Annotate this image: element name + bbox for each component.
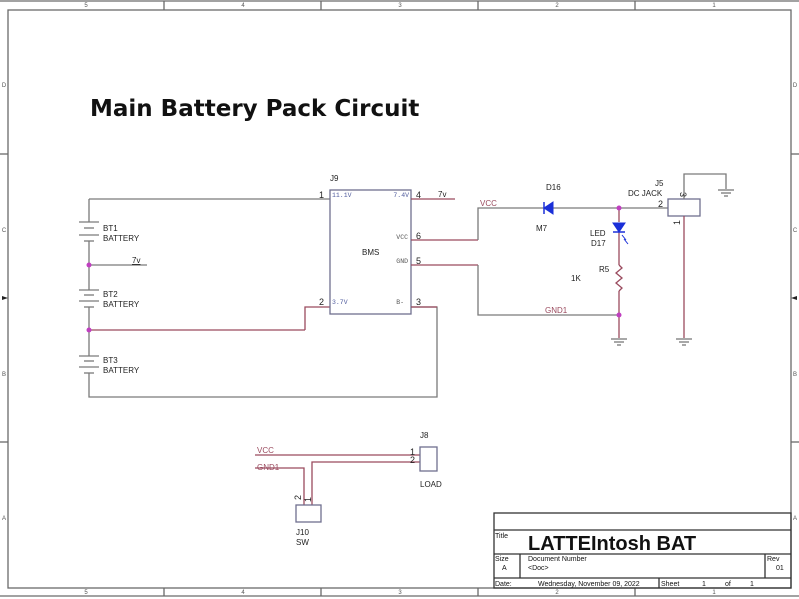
j5-pin-3: 3 [678, 192, 688, 197]
net-label-gnd1: GND1 [545, 306, 568, 315]
bms-name: BMS [362, 248, 379, 257]
rev-value: 01 [776, 565, 784, 572]
bms-pin-6: 6 [416, 231, 421, 241]
title-block [493, 512, 792, 589]
col-label: 3 [398, 590, 402, 596]
date-label: Date: [495, 581, 512, 588]
row-label: A [2, 516, 6, 522]
col-label: 3 [398, 3, 402, 9]
bms-pin-1-label: 11.1V [332, 192, 352, 199]
j8-pin-1: 1 [410, 447, 415, 457]
bt1-ref: BT1 [103, 224, 118, 233]
col-label: 5 [84, 3, 88, 9]
battery-bt3-icon [79, 355, 99, 374]
diode-d16-icon [543, 201, 554, 215]
r5-value: 1K [571, 274, 581, 283]
junction-dot [616, 205, 622, 211]
bms-module [329, 189, 478, 315]
j8-ref: J8 [420, 431, 429, 440]
doc-number-value: <Doc> [528, 565, 549, 572]
d17-ref: D17 [591, 239, 606, 248]
sheet-title: Main Battery Pack Circuit [90, 96, 419, 122]
net-label-7v-bms: 7v [438, 190, 446, 199]
net-label-vcc-load: VCC [257, 446, 274, 455]
bms-pin-5-label: GND [396, 258, 408, 265]
row-label: A [793, 516, 797, 522]
j5-pin-1: 1 [672, 220, 682, 225]
bms-pin-3-label: B- [396, 299, 404, 306]
row-label: B [793, 372, 797, 378]
battery-bt1-icon [79, 221, 99, 242]
j10-pin-2: 2 [293, 495, 303, 500]
r5-ref: R5 [599, 265, 610, 274]
col-label: 4 [241, 590, 245, 596]
junction-dot [86, 327, 92, 333]
row-label: C [793, 228, 798, 234]
ground-icon [676, 338, 692, 346]
col-label: 5 [84, 590, 88, 596]
j10-ref: J10 [296, 528, 309, 537]
ground-icon [718, 189, 734, 197]
bt2-value: BATTERY [103, 300, 140, 309]
junction-dot [616, 312, 622, 318]
title-label: Title [495, 533, 508, 540]
size-label: Size [495, 556, 509, 563]
net-label-gnd1-load: GND1 [257, 463, 280, 472]
j5-value: DC JACK [628, 189, 663, 198]
battery-bt2-icon [79, 289, 99, 308]
bms-pin-6-label: VCC [396, 234, 408, 241]
bt3-ref: BT3 [103, 356, 118, 365]
j10-pin-1: 1 [303, 497, 313, 502]
bms-pin-2-label: 3.7V [332, 299, 348, 306]
row-label: C [2, 228, 7, 234]
j5-ref: J5 [655, 179, 664, 188]
col-label: 2 [555, 590, 559, 596]
row-label: B [2, 372, 6, 378]
date-value: Wednesday, November 09, 2022 [538, 581, 640, 588]
d16-value: M7 [536, 224, 548, 233]
net-label-vcc: VCC [480, 199, 497, 208]
bt2-ref: BT2 [103, 290, 118, 299]
document-title: LATTEIntosh BAT [528, 533, 696, 555]
j8-pin-2: 2 [410, 455, 415, 465]
bms-pin-4-label: 7.4V [393, 192, 409, 199]
bms-pin-1: 1 [319, 190, 324, 200]
bt1-value: BATTERY [103, 234, 140, 243]
bms-pin-5: 5 [416, 256, 421, 266]
sheet-total: 1 [750, 581, 754, 588]
ground-icon [611, 338, 627, 346]
j10-value: SW [296, 538, 309, 547]
bms-pin-3: 3 [416, 297, 421, 307]
row-label: D [793, 83, 798, 89]
led-d17-icon [612, 222, 629, 245]
j8-value: LOAD [420, 480, 442, 489]
j5-pin-2: 2 [658, 199, 663, 209]
rev-label: Rev [767, 556, 780, 563]
bt3-value: BATTERY [103, 366, 140, 375]
net-label-7v: 7v [132, 256, 140, 265]
of-label: of [725, 581, 731, 588]
center-arrow-left-icon [2, 296, 8, 300]
sheet-label: Sheet [661, 581, 679, 588]
load-circuit [255, 446, 438, 523]
sheet-number: 1 [702, 581, 706, 588]
col-label: 1 [712, 3, 716, 9]
row-label: D [2, 83, 7, 89]
d16-ref: D16 [546, 183, 561, 192]
junction-dot [86, 262, 92, 268]
bms-ref: J9 [330, 174, 339, 183]
vcc-net [477, 207, 668, 338]
bms-pin-4: 4 [416, 190, 421, 200]
size-value: A [502, 565, 507, 572]
col-label: 4 [241, 3, 245, 9]
col-label: 1 [712, 590, 716, 596]
d17-value: LED [590, 229, 606, 238]
dc-jack-j5 [667, 173, 727, 338]
col-label: 2 [555, 3, 559, 9]
doc-number-label: Document Number [528, 556, 587, 563]
center-arrow-right-icon [791, 296, 797, 300]
bms-pin-2: 2 [319, 297, 324, 307]
